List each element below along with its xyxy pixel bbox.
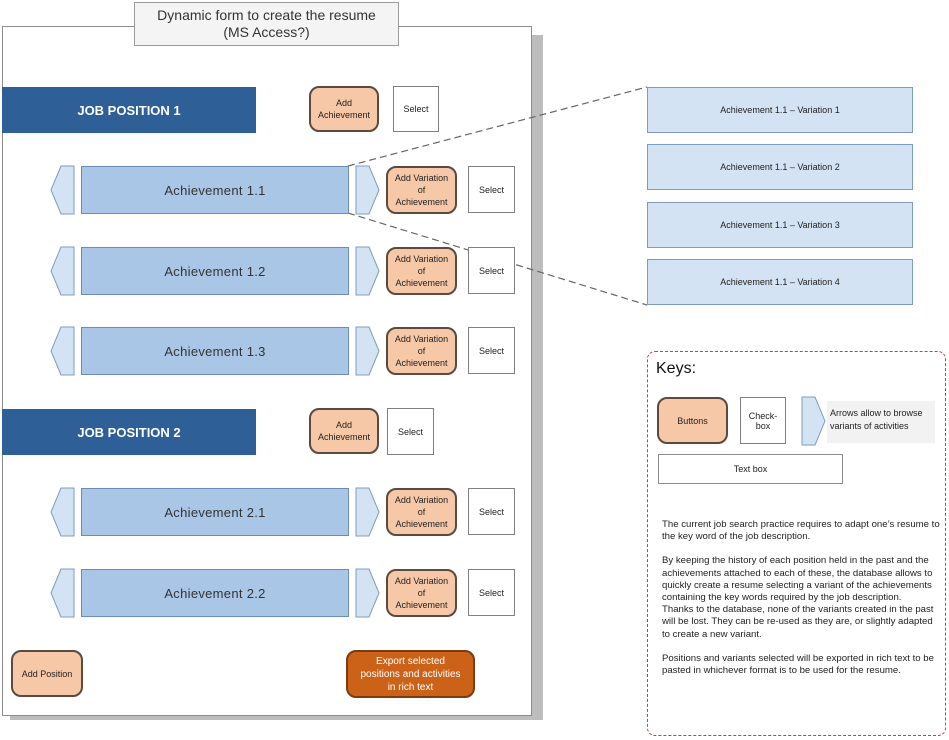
browse-right-arrow-icon[interactable]: [355, 165, 380, 215]
add-variation-button[interactable]: Add Variation of Achievement: [386, 166, 457, 214]
browse-right-arrow-icon[interactable]: [355, 246, 380, 296]
browse-left-arrow-icon[interactable]: [50, 246, 75, 296]
description-paragraph: The current job search practice requires…: [662, 519, 940, 543]
browse-left-arrow-icon[interactable]: [50, 326, 75, 376]
achievement-field[interactable]: Achievement 2.1: [81, 488, 349, 536]
browse-right-arrow-icon[interactable]: [355, 568, 380, 618]
key-textbox-sample: Text box: [658, 454, 843, 484]
achievement-field[interactable]: Achievement 2.2: [81, 569, 349, 617]
add-position-button[interactable]: Add Position: [11, 650, 83, 697]
achievement-field[interactable]: Achievement 1.2: [81, 247, 349, 295]
add-variation-button[interactable]: Add Variation of Achievement: [386, 247, 457, 295]
add-variation-button[interactable]: Add Variation of Achievement: [386, 569, 457, 617]
variation-field[interactable]: Achievement 1.1 – Variation 4: [647, 259, 913, 305]
key-checkbox-sample: Check- box: [740, 397, 786, 444]
select-checkbox[interactable]: Select: [468, 327, 515, 374]
job-position-2-header: JOB POSITION 2: [2, 409, 256, 455]
form-title-line1: Dynamic form to create the resume: [157, 7, 376, 23]
keys-description: The current job search practice requires…: [662, 519, 940, 677]
browse-left-arrow-icon[interactable]: [50, 568, 75, 618]
add-achievement-button[interactable]: Add Achievement: [309, 86, 379, 132]
variation-field[interactable]: Achievement 1.1 – Variation 2: [647, 144, 913, 190]
select-checkbox[interactable]: Select: [468, 166, 515, 213]
browse-left-arrow-icon[interactable]: [50, 165, 75, 215]
select-checkbox[interactable]: Select: [393, 86, 439, 132]
export-button[interactable]: Export selected positions and activities…: [346, 650, 475, 698]
select-checkbox[interactable]: Select: [468, 569, 515, 616]
form-title-line2: (MS Access?): [223, 24, 310, 40]
description-paragraph: By keeping the history of each position …: [662, 555, 933, 604]
add-variation-button[interactable]: Add Variation of Achievement: [386, 488, 457, 536]
add-variation-button[interactable]: Add Variation of Achievement: [386, 327, 457, 375]
keys-title: Keys:: [656, 360, 697, 377]
key-arrows-description: Arrows allow to browse variants of activ…: [827, 401, 935, 443]
achievement-field[interactable]: Achievement 1.3: [81, 327, 349, 375]
variation-field[interactable]: Achievement 1.1 – Variation 1: [647, 87, 913, 133]
browse-right-arrow-icon[interactable]: [355, 487, 380, 537]
browse-left-arrow-icon[interactable]: [50, 487, 75, 537]
achievement-field[interactable]: Achievement 1.1: [81, 166, 349, 214]
key-buttons-sample: Buttons: [657, 397, 728, 444]
browse-right-arrow-icon[interactable]: [355, 326, 380, 376]
job-position-1-header: JOB POSITION 1: [2, 87, 256, 133]
select-checkbox[interactable]: Select: [468, 247, 515, 294]
select-checkbox[interactable]: Select: [387, 408, 434, 455]
form-title: Dynamic form to create the resume (MS Ac…: [134, 2, 399, 46]
add-achievement-button[interactable]: Add Achievement: [309, 408, 379, 454]
select-checkbox[interactable]: Select: [468, 488, 515, 535]
key-arrow-icon: [801, 396, 826, 446]
description-paragraph: Positions and variants selected will be …: [662, 652, 934, 677]
description-paragraph: Thanks to the database, none of the vari…: [662, 604, 934, 640]
variation-field[interactable]: Achievement 1.1 – Variation 3: [647, 202, 913, 248]
